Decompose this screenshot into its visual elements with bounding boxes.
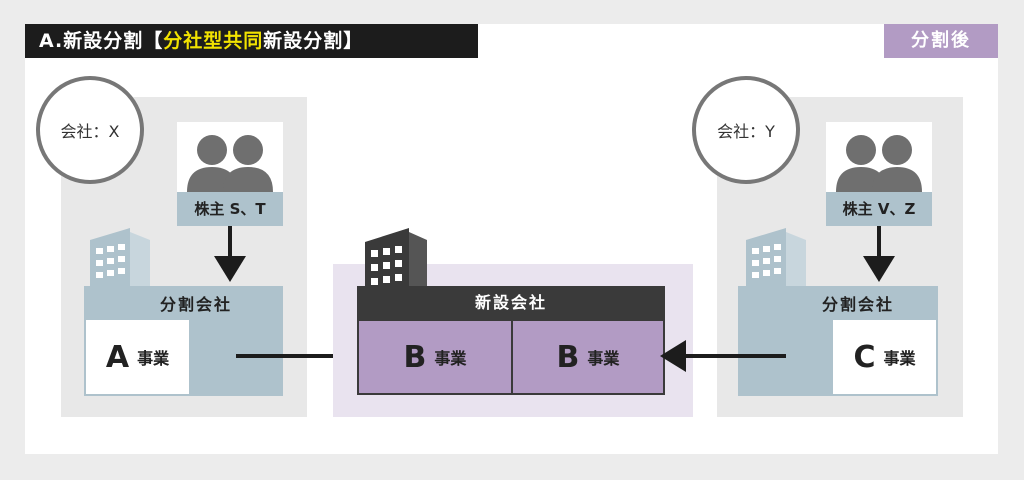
title-suffix: 新設分割】: [263, 30, 364, 52]
title-prefix: A.新設分割【: [39, 30, 164, 52]
shareholders-icon: [187, 135, 273, 192]
down-arrow-icon: [214, 226, 246, 282]
building-icon: [746, 228, 806, 288]
company-x-label: 会社：X: [60, 122, 120, 141]
shareholders-st-box: 株主 S、T: [177, 122, 283, 226]
shareholders-icon: [836, 135, 922, 192]
shareholders-vz-box: 株主 V、Z: [826, 122, 932, 226]
shareholders-st-label: 株主 S、T: [177, 192, 283, 226]
diagram-title: A.新設分割【分社型共同新設分割】: [25, 24, 478, 58]
new-business-right-letter: B: [556, 339, 580, 375]
business-c-letter: C: [853, 339, 876, 375]
new-business-left-letter: B: [403, 339, 427, 375]
new-business-b-right: B 事業: [511, 319, 665, 395]
business-a-box: A 事業: [86, 320, 189, 394]
new-company-header: 新設会社: [357, 286, 665, 320]
title-highlight: 分社型共同: [163, 30, 264, 52]
new-business-left-word: 事業: [434, 349, 467, 368]
after-split-badge: 分割後: [884, 24, 998, 58]
split-company-x-label: 分割会社: [159, 295, 232, 314]
company-y-label: 会社：Y: [717, 122, 775, 141]
new-business-b-left: B 事業: [357, 319, 513, 395]
business-a-letter: A: [105, 339, 130, 375]
company-y-circle: 会社：Y: [692, 76, 800, 184]
company-x-circle: 会社：X: [36, 76, 144, 184]
building-icon: [90, 228, 150, 288]
down-arrow-icon: [863, 226, 895, 282]
left-arrow-icon: [660, 340, 786, 372]
business-a-word: 事業: [137, 349, 170, 368]
shareholders-vz-label: 株主 V、Z: [826, 192, 932, 226]
split-company-y-label: 分割会社: [821, 295, 894, 314]
new-business-right-word: 事業: [587, 349, 620, 368]
business-c-word: 事業: [883, 349, 916, 368]
new-building-icon: [365, 228, 427, 302]
business-c-box: C 事業: [833, 320, 936, 394]
